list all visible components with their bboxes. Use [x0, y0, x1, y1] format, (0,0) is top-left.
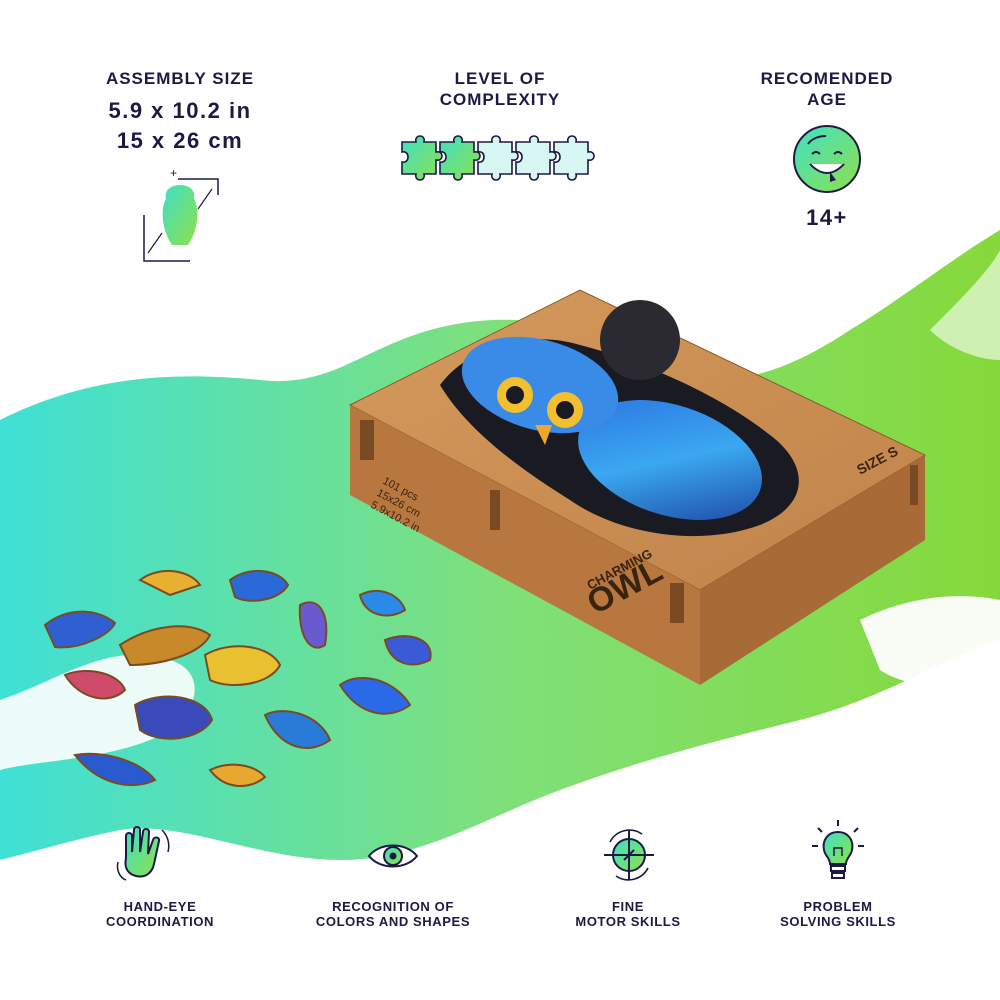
- loose-puzzle-pieces: [43, 569, 432, 788]
- complexity-piece-empty: [477, 135, 519, 181]
- globe-rotate-icon: [604, 829, 654, 881]
- assembly-size-cm: 15 x 26 cm: [116, 128, 244, 153]
- complexity-heading-line1: LEVEL OF: [454, 69, 546, 88]
- hand-icon: [116, 826, 170, 881]
- skill-motor-line1: FINE: [611, 899, 644, 914]
- skill-hand-eye-line1: HAND-EYE: [123, 899, 197, 914]
- skill-recognition-line1: RECOGNITION OF: [332, 899, 454, 914]
- lightbulb-icon: [812, 820, 864, 879]
- eye-icon: [367, 844, 419, 868]
- age-heading-line1: RECOMENDED: [760, 69, 894, 88]
- complexity-piece-filled: [439, 135, 481, 181]
- age-value: 14+: [806, 205, 848, 230]
- complexity-piece-empty: [515, 135, 557, 181]
- skill-problem-line1: PROBLEM: [803, 899, 873, 914]
- complexity-piece-empty: [553, 135, 595, 181]
- svg-text:+: +: [170, 166, 177, 180]
- complexity-heading-line2: COMPLEXITY: [439, 90, 561, 109]
- assembly-size-heading: ASSEMBLY SIZE: [105, 69, 255, 88]
- complexity-piece-filled: [401, 135, 443, 181]
- owl-size-icon: +: [143, 166, 219, 262]
- skill-recognition-line2: COLORS AND SHAPES: [315, 914, 471, 929]
- skill-problem-line2: SOLVING SKILLS: [780, 914, 896, 929]
- skill-hand-eye-line2: COORDINATION: [105, 914, 215, 929]
- puzzle-box: OWL CHARMING 101 pcs 15x26 cm 5.9x10.2 i…: [348, 289, 927, 685]
- complexity-meter: [398, 130, 608, 186]
- assembly-size-inches: 5.9 x 10.2 in: [108, 98, 252, 123]
- smiley-face-icon: [793, 125, 861, 193]
- age-heading-line2: AGE: [807, 90, 847, 109]
- skill-motor-line2: MOTOR SKILLS: [575, 914, 681, 929]
